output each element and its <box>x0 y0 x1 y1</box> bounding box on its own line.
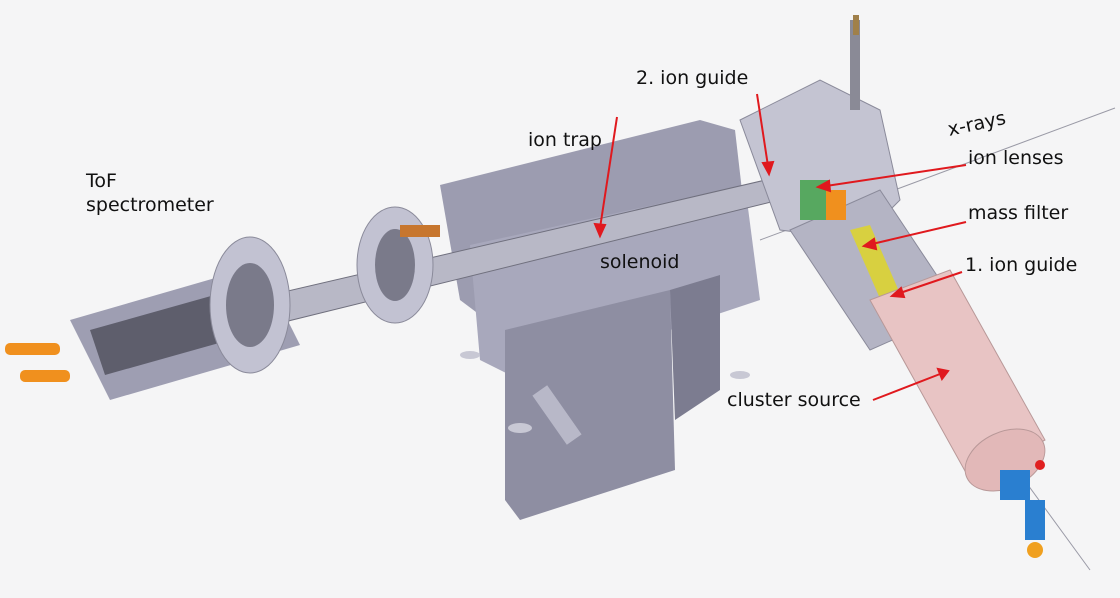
label-cluster-source: cluster source <box>727 389 861 411</box>
label-ion-guide-2: 2. ion guide <box>636 67 749 89</box>
label-tof: ToF spectrometer <box>86 169 214 217</box>
label-ion-trap: ion trap <box>528 129 602 151</box>
label-tof-line1: ToF <box>86 170 117 192</box>
tof-spectrometer <box>5 206 440 400</box>
label-arrows <box>593 93 967 401</box>
label-tof-line2: spectrometer <box>86 194 214 216</box>
label-ion-guide-1: 1. ion guide <box>965 254 1078 276</box>
label-ion-lenses: ion lenses <box>968 147 1064 169</box>
label-solenoid: solenoid <box>600 251 680 273</box>
label-mass-filter: mass filter <box>968 202 1069 224</box>
cluster-source <box>869 269 1046 558</box>
main-chamber <box>739 15 961 351</box>
solenoid <box>440 120 760 520</box>
